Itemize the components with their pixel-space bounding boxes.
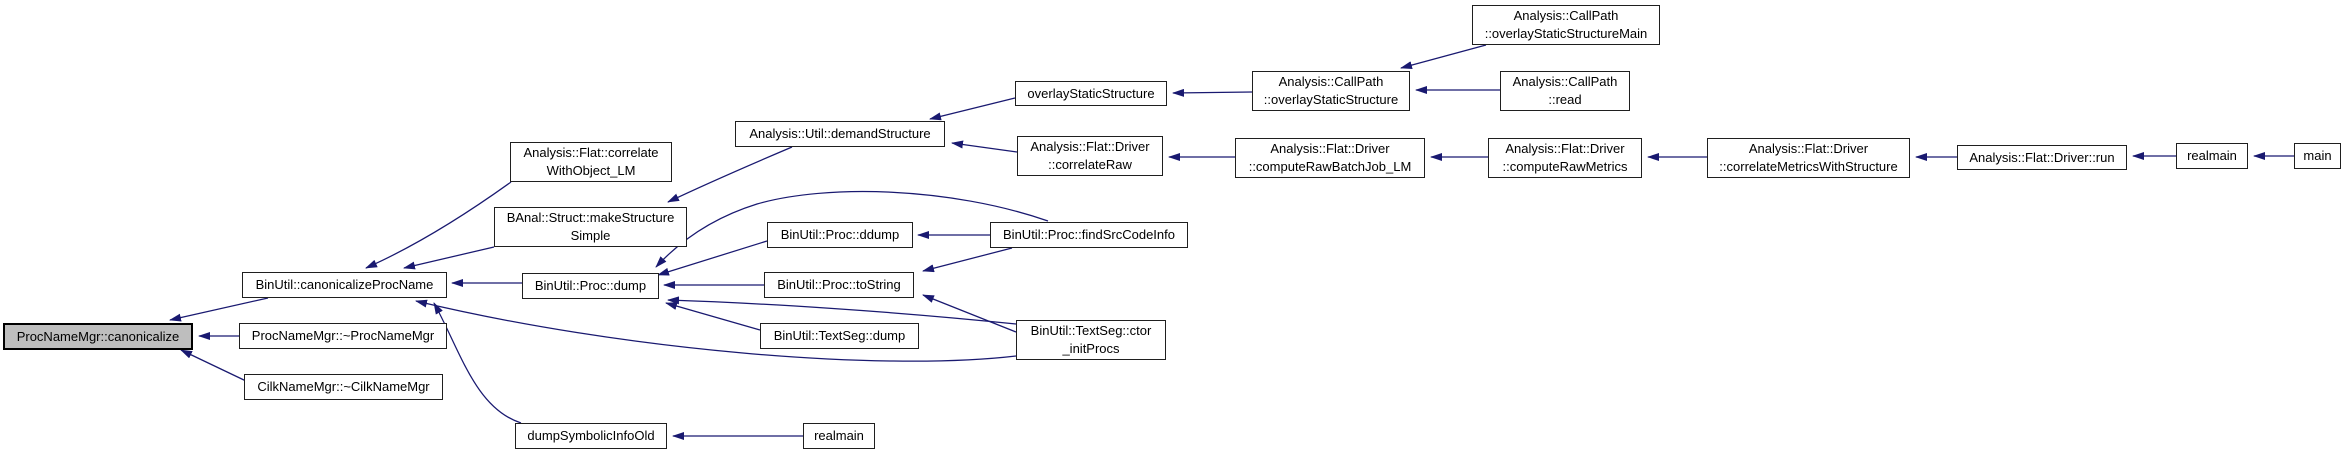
graph-node-cilk-name-mgr-destructor[interactable]: CilkNameMgr::~CilkNameMgr: [244, 374, 443, 400]
graph-node-dump-symbolic-info-old[interactable]: dumpSymbolicInfoOld: [515, 423, 667, 449]
graph-node-label: ::computeRawBatchJob_LM: [1248, 159, 1412, 174]
graph-node-textseg-dump[interactable]: BinUtil::TextSeg::dump: [760, 323, 919, 349]
graph-node-flat-driver-correlate-metrics-with-structure[interactable]: Analysis::Flat::Driver::correlateMetrics…: [1707, 138, 1910, 178]
graph-node-label: BinUtil::Proc::dump: [534, 278, 647, 293]
graph-node-proc-name-mgr-destructor[interactable]: ProcNameMgr::~ProcNameMgr: [239, 323, 447, 349]
graph-node-label: ProcNameMgr::canonicalize: [16, 328, 180, 344]
graph-node-label: Analysis::Flat::correlate: [523, 145, 659, 160]
graph-node-label: ProcNameMgr::~ProcNameMgr: [251, 328, 435, 343]
graph-node-label: Simple: [570, 228, 611, 243]
graph-node-label: ::correlateMetricsWithStructure: [1719, 159, 1898, 174]
graph-node-label: Analysis::Flat::Driver::run: [1969, 149, 2115, 165]
graph-node-label: Analysis::Flat::Driver: [1030, 139, 1150, 154]
graph-node-proc-name-mgr-canonicalize[interactable]: ProcNameMgr::canonicalize: [3, 323, 193, 350]
graph-node-label: Analysis::Flat::Driver: [1270, 141, 1390, 156]
graph-node-label: overlayStaticStructure: [1027, 85, 1155, 101]
graph-node-binutil-canonicalize-proc-name[interactable]: BinUtil::canonicalizeProcName: [242, 272, 447, 298]
graph-node-label: realmain: [2187, 148, 2237, 163]
graph-node-flat-driver-compute-raw-batch-job-lm[interactable]: Analysis::Flat::Driver::computeRawBatchJ…: [1235, 138, 1425, 178]
graph-node-callpath-overlay-static-structure-main[interactable]: Analysis::CallPath::overlayStaticStructu…: [1472, 5, 1660, 45]
graph-node-label: Analysis::Util::demandStructure: [749, 126, 931, 141]
edge-textseg-ctor-init-procs--proc-to-string: [922, 294, 1017, 333]
graph-node-label: Analysis::CallPath: [1512, 74, 1618, 89]
graph-node-label: BinUtil::Proc::ddump: [780, 227, 900, 242]
edge-cilk-name-mgr-destructor--proc-name-mgr-canonicalize: [180, 349, 247, 382]
graph-node-realmain-right[interactable]: realmain: [2176, 143, 2248, 169]
graph-node-flat-driver-run[interactable]: Analysis::Flat::Driver::run: [1957, 145, 2127, 170]
edge-textseg-ctor-init-procs--proc-dump: [667, 296, 1017, 325]
graph-node-label: BinUtil::Proc::findSrcCodeInfo: [1003, 227, 1175, 242]
graph-node-label: BinUtil::canonicalizeProcName: [255, 277, 434, 292]
graph-node-label: ::overlayStaticStructureMain: [1484, 26, 1648, 41]
graph-node-label: BinUtil::Proc::toString: [777, 277, 901, 292]
graph-node-label: BAnal::Struct::makeStructure: [506, 210, 675, 225]
graph-node-proc-dump[interactable]: BinUtil::Proc::dump: [522, 273, 659, 299]
graph-node-overlay-static-structure[interactable]: overlayStaticStructure: [1015, 81, 1167, 106]
graph-node-label: Analysis::Flat::Driver: [1748, 141, 1869, 156]
edge-proc-find-src-code-info--proc-dump: [655, 190, 1049, 268]
graph-node-label: BinUtil::TextSeg::dump: [773, 328, 906, 343]
graph-node-label: WithObject_LM: [546, 163, 636, 178]
graph-node-label: Analysis::CallPath: [1513, 8, 1619, 23]
graph-node-textseg-ctor-init-procs[interactable]: BinUtil::TextSeg::ctor_initProcs: [1016, 320, 1166, 360]
graph-node-util-demand-structure[interactable]: Analysis::Util::demandStructure: [735, 121, 945, 147]
edge-callpath-overlay-static-structure--overlay-static-structure: [1172, 88, 1253, 97]
graph-node-label: ::overlayStaticStructure: [1263, 92, 1399, 107]
graph-node-flat-driver-compute-raw-metrics[interactable]: Analysis::Flat::Driver::computeRawMetric…: [1488, 138, 1642, 178]
edge-dump-symbolic-info-old--binutil-canonicalize-proc-name: [433, 302, 522, 424]
graph-node-label: ::computeRawMetrics: [1502, 159, 1628, 174]
graph-node-label: ::read: [1548, 92, 1582, 107]
graph-node-callpath-read[interactable]: Analysis::CallPath::read: [1500, 71, 1630, 111]
edge-util-demand-structure--banal-make-structure-simple: [667, 146, 793, 203]
edge-flat-correlate-with-object-lm--binutil-canonicalize-proc-name: [365, 181, 512, 269]
graph-node-proc-ddump[interactable]: BinUtil::Proc::ddump: [767, 222, 913, 248]
graph-node-proc-to-string[interactable]: BinUtil::Proc::toString: [764, 272, 914, 298]
graph-node-label: Analysis::CallPath: [1278, 74, 1384, 89]
edge-flat-driver-correlate-raw--util-demand-structure: [951, 140, 1018, 153]
graph-node-label: Analysis::Flat::Driver: [1505, 141, 1625, 156]
graph-node-label: main: [2303, 148, 2332, 163]
graph-node-main[interactable]: main: [2294, 143, 2341, 169]
edge-proc-find-src-code-info--proc-to-string: [922, 247, 1013, 273]
graph-node-realmain-bottom[interactable]: realmain: [803, 423, 875, 449]
edge-textseg-dump--proc-dump: [665, 302, 761, 331]
edge-banal-make-structure-simple--binutil-canonicalize-proc-name: [403, 246, 495, 270]
edge-proc-ddump--proc-dump: [657, 240, 768, 276]
edge-overlay-static-structure--util-demand-structure: [929, 97, 1016, 121]
edge-binutil-canonicalize-proc-name--proc-name-mgr-canonicalize: [169, 297, 269, 322]
edge-callpath-overlay-static-structure-main--callpath-overlay-static-structure: [1400, 44, 1487, 69]
graph-node-callpath-overlay-static-structure[interactable]: Analysis::CallPath::overlayStaticStructu…: [1252, 71, 1410, 111]
graph-node-proc-find-src-code-info[interactable]: BinUtil::Proc::findSrcCodeInfo: [990, 222, 1188, 248]
graph-node-label: realmain: [814, 428, 864, 443]
graph-node-label: ::correlateRaw: [1048, 157, 1132, 172]
graph-node-label: BinUtil::TextSeg::ctor: [1030, 323, 1152, 338]
graph-node-label: CilkNameMgr::~CilkNameMgr: [257, 379, 430, 394]
graph-node-label: _initProcs: [1062, 341, 1120, 356]
graph-node-label: dumpSymbolicInfoOld: [527, 428, 655, 443]
graph-node-flat-driver-correlate-raw[interactable]: Analysis::Flat::Driver::correlateRaw: [1017, 136, 1163, 176]
edge-textseg-ctor-init-procs--binutil-canonicalize-proc-name: [415, 299, 1017, 362]
